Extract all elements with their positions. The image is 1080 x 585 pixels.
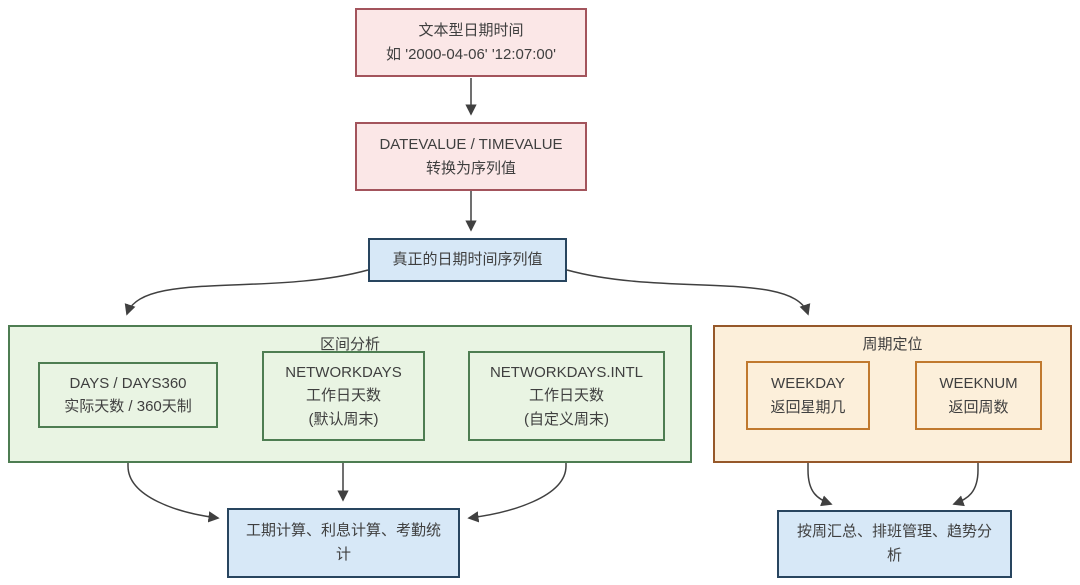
weeknum-line1: WEEKNUM (939, 375, 1018, 393)
weekday-line2: 返回星期几 (770, 398, 846, 416)
arrow-serial-to-cycle-group (566, 269, 811, 316)
weeknum-box: WEEKNUM 返回周数 (915, 361, 1042, 430)
weeknum-line2: 返回周数 (948, 398, 1009, 416)
datevalue-timevalue-line2: 转换为序列值 (425, 159, 516, 177)
text-datetime-line2: 如 '2000-04-06' '12:07:00' (386, 45, 556, 63)
cycle-result-box: 按周汇总、排班管理、趋势分析 (777, 510, 1012, 578)
text-datetime-line1: 文本型日期时间 (418, 22, 524, 40)
networkdays-intl-line3: (自定义周末) (524, 410, 609, 428)
arrow-networkdaysintl-to-result (467, 442, 567, 523)
cycle-positioning-title: 周期定位 (862, 336, 923, 353)
networkdays-line1: NETWORKDAYS (285, 364, 402, 382)
cycle-result-label: 按周汇总、排班管理、趋势分析 (796, 523, 992, 564)
serial-value-box: 真正的日期时间序列值 (368, 238, 567, 282)
serial-value-label: 真正的日期时间序列值 (392, 251, 543, 269)
datevalue-timevalue-box: DATEVALUE / TIMEVALUE 转换为序列值 (355, 122, 587, 191)
arrow-days-to-result (127, 429, 220, 523)
networkdays-intl-box: NETWORKDAYS.INTL 工作日天数 (自定义周末) (468, 351, 665, 441)
networkdays-line3: (默认周末) (308, 410, 379, 428)
interval-analysis-title: 区间分析 (319, 336, 380, 353)
days-days360-line2: 实际天数 / 360天制 (64, 398, 192, 415)
arrow-weeknum-to-result (952, 431, 979, 507)
weekday-line1: WEEKDAY (771, 375, 845, 393)
weekday-box: WEEKDAY 返回星期几 (746, 361, 870, 430)
interval-result-label: 工期计算、利息计算、考勤统计 (245, 522, 441, 563)
networkdays-line2: 工作日天数 (305, 387, 381, 405)
arrow-serial-to-interval-group (124, 269, 369, 316)
networkdays-intl-line1: NETWORKDAYS.INTL (489, 364, 644, 382)
days-days360-box: DAYS / DAYS360 实际天数 / 360天制 (38, 362, 218, 428)
days-days360-line1: DAYS / DAYS360 (69, 374, 187, 392)
interval-result-box: 工期计算、利息计算、考勤统计 (227, 508, 460, 578)
arrow-weekday-to-result (807, 431, 833, 507)
networkdays-box: NETWORKDAYS 工作日天数 (默认周末) (262, 351, 425, 441)
text-datetime-box: 文本型日期时间 如 '2000-04-06' '12:07:00' (355, 8, 587, 77)
datevalue-timevalue-line1: DATEVALUE / TIMEVALUE (379, 136, 563, 154)
networkdays-intl-line2: 工作日天数 (528, 387, 604, 405)
